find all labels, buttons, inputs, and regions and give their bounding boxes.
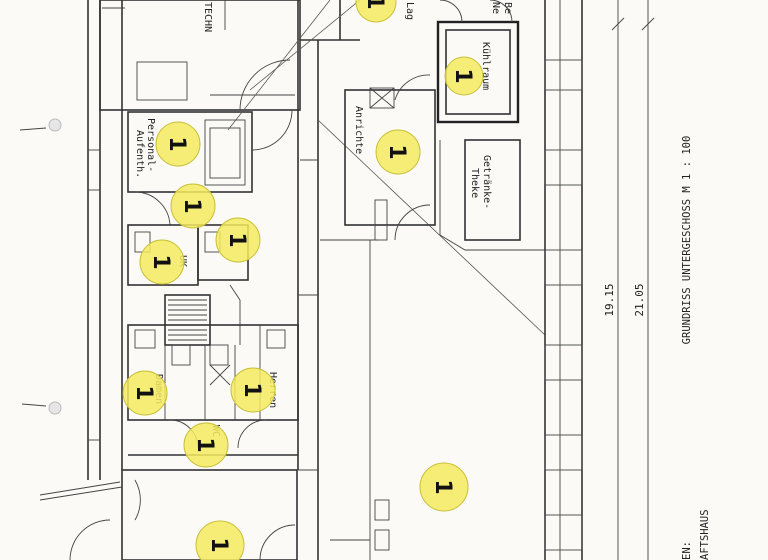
footer-label-1: EN: — [681, 541, 693, 560]
plan-title: GRUNDRISS UNTERGESCHOSS M 1 : 100 — [681, 136, 693, 345]
svg-text:1: 1 — [179, 198, 204, 213]
leader-lines — [227, 0, 546, 336]
punch-holes — [19, 118, 62, 415]
marker-7: 1 — [139, 239, 185, 285]
marker-8: 1 — [122, 370, 168, 416]
room-label-lager: Lag — [404, 2, 415, 20]
room-label-ne: Ne — [490, 2, 501, 14]
anrichte-area — [320, 74, 436, 241]
room-label-anrichte: Anrichte — [353, 106, 364, 154]
dimension-outer: 21.05 — [633, 283, 646, 316]
svg-text:1: 1 — [206, 537, 231, 552]
svg-text:1: 1 — [224, 232, 249, 247]
marker-2: 1 — [444, 56, 484, 96]
marker-12: 1 — [195, 520, 245, 560]
room-label-technik: TECHN — [202, 2, 213, 32]
marker-6: 1 — [215, 217, 261, 263]
room-label-getraenke-2: Theke — [469, 168, 480, 198]
dimension-lines — [611, 0, 655, 560]
svg-text:1: 1 — [239, 382, 264, 397]
room-label-getraenke-1: Getränke- — [481, 155, 492, 209]
marker-5: 1 — [170, 183, 216, 229]
footer-label-2: AFTSHAUS — [699, 509, 711, 560]
marker-11: 1 — [419, 462, 469, 512]
svg-text:1: 1 — [164, 136, 189, 151]
marker-4: 1 — [375, 129, 421, 175]
marker-3: 1 — [155, 121, 201, 167]
svg-text:1: 1 — [362, 0, 387, 10]
room-label-be: Be — [502, 2, 513, 14]
room-label-personal-2: Aufenth. — [134, 130, 145, 178]
main-hall — [330, 240, 390, 560]
svg-text:1: 1 — [148, 254, 173, 269]
svg-text:1: 1 — [450, 68, 475, 83]
svg-text:1: 1 — [430, 479, 455, 494]
room-label-kuehlraum: Kühlraum — [480, 42, 491, 90]
corridor-walls — [297, 0, 360, 560]
marker-1: 1 — [355, 0, 397, 23]
dimension-inner: 19.15 — [603, 283, 616, 316]
svg-text:1: 1 — [131, 385, 156, 400]
svg-text:1: 1 — [384, 144, 409, 159]
room-label-personal-1: Personal- — [145, 118, 156, 172]
marker-10: 1 — [183, 422, 229, 468]
bottom-left-rooms — [69, 469, 298, 560]
getraenke-theke — [439, 139, 545, 251]
svg-text:1: 1 — [192, 437, 217, 452]
right-exterior-wall — [544, 0, 583, 560]
marker-9: 1 — [230, 367, 276, 413]
technik-room — [99, 0, 301, 111]
